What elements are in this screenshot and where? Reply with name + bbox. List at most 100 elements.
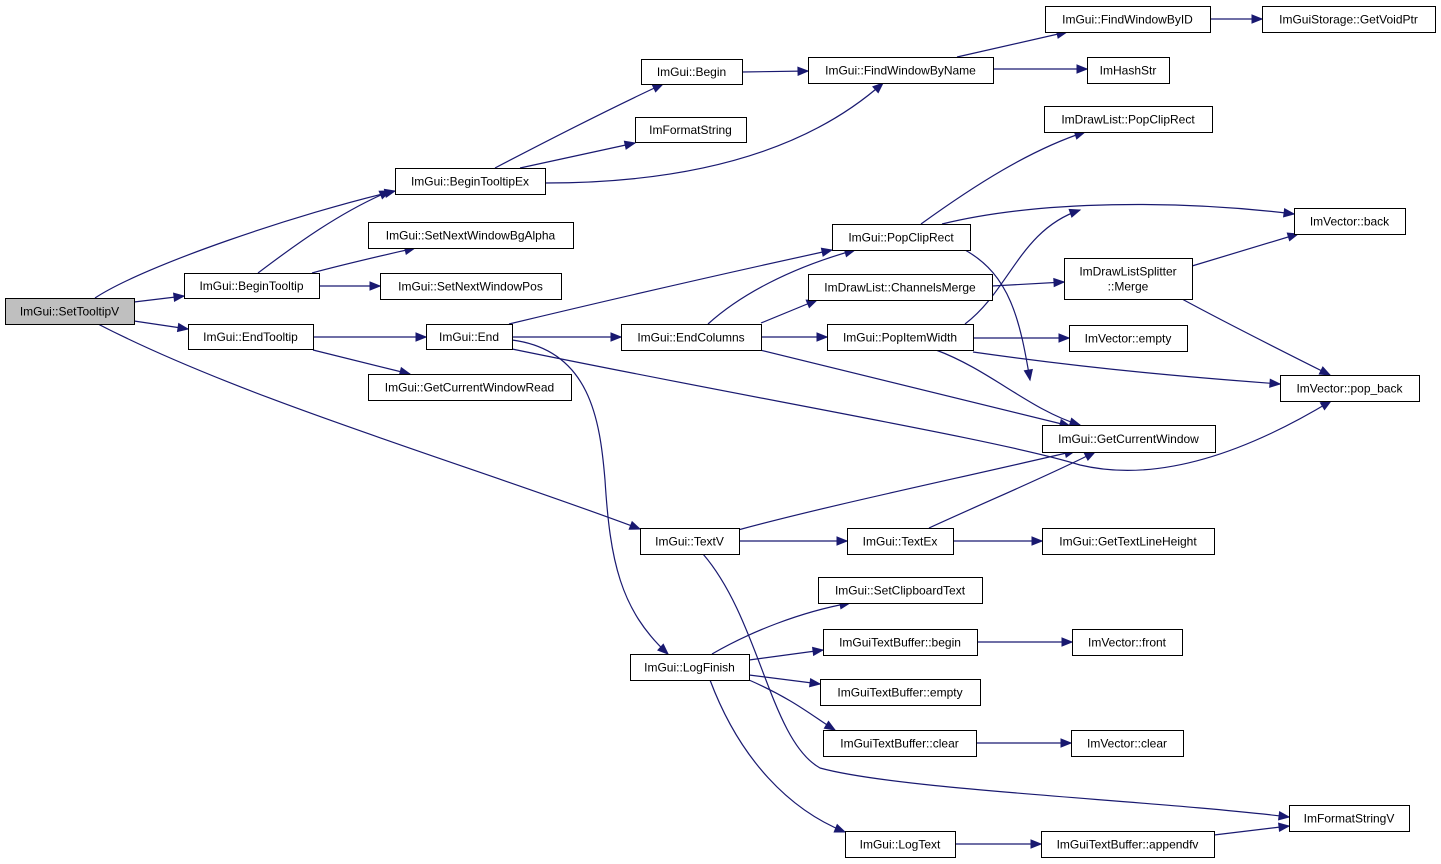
node-box[interactable] [426, 324, 513, 350]
node-box[interactable] [1072, 629, 1183, 656]
node-box[interactable] [641, 59, 743, 85]
node-drawlistpopcliprect[interactable]: ImDrawList::PopClipRect [1044, 106, 1213, 133]
node-channelsmerge[interactable]: ImDrawList::ChannelsMerge [808, 274, 993, 301]
arrowhead [836, 536, 849, 546]
node-gettextlineheight[interactable]: ImGui::GetTextLineHeight [1042, 528, 1215, 555]
node-box[interactable] [1289, 805, 1410, 832]
arrowhead [805, 299, 819, 309]
node-box[interactable] [1044, 106, 1213, 133]
edge-logfinish-to-textbufferempty [748, 674, 822, 688]
node-box[interactable] [1045, 6, 1211, 33]
node-box[interactable] [1042, 528, 1215, 555]
node-textex[interactable]: ImGui::TextEx [847, 528, 954, 555]
node-setclipboardtext[interactable]: ImGui::SetClipboardText [818, 577, 983, 604]
node-box[interactable] [635, 117, 747, 143]
node-label: ImGui::SetNextWindowPos [398, 280, 543, 294]
node-endtooltip[interactable]: ImGui::EndTooltip [188, 324, 314, 350]
arrowhead [797, 66, 810, 76]
node-box[interactable] [184, 273, 320, 299]
edge-popitemwidth-to-vectorback [964, 208, 1082, 325]
node-box[interactable] [823, 730, 977, 757]
node-settooltipv[interactable]: ImGui::SetTooltipV [5, 298, 135, 325]
edge-line [1191, 233, 1299, 267]
arrowhead [1251, 14, 1264, 24]
edge-line [1213, 825, 1290, 836]
edge-line [511, 339, 669, 655]
node-box[interactable] [188, 324, 314, 350]
node-box[interactable] [368, 374, 572, 401]
node-setnextwindowpos[interactable]: ImGui::SetNextWindowPos [380, 273, 562, 300]
node-box[interactable] [395, 168, 546, 195]
node-label: ImGuiTextBuffer::empty [837, 686, 962, 700]
node-textbufferappendfv[interactable]: ImGuiTextBuffer::appendfv [1041, 831, 1215, 858]
node-box[interactable] [380, 273, 562, 300]
node-vectorfront[interactable]: ImVector::front [1072, 629, 1183, 656]
edge-logfinish-to-textbufferclear [748, 679, 837, 731]
node-textbufferclear[interactable]: ImGuiTextBuffer::clear [823, 730, 977, 757]
node-box[interactable] [820, 679, 981, 706]
node-findwindowbyname[interactable]: ImGui::FindWindowByName [808, 57, 994, 84]
node-box[interactable] [847, 528, 954, 555]
node-box[interactable] [640, 528, 740, 555]
edge-line [741, 70, 809, 73]
node-box[interactable] [808, 57, 994, 84]
node-box[interactable] [832, 224, 971, 251]
node-imhashstr[interactable]: ImHashStr [1087, 57, 1170, 84]
node-box[interactable] [1064, 258, 1193, 300]
node-box[interactable] [1071, 730, 1184, 757]
node-box[interactable] [1042, 425, 1216, 453]
edge-popitemwidth-to-vectorpopback [972, 351, 1282, 388]
node-box[interactable] [1087, 57, 1170, 84]
node-imformatstring[interactable]: ImFormatString [635, 117, 747, 143]
node-getcurrentwindow[interactable]: ImGui::GetCurrentWindow [1042, 425, 1216, 453]
node-vectorpopback[interactable]: ImVector::pop_back [1280, 375, 1420, 402]
node-label: ImGuiStorage::GetVoidPtr [1279, 13, 1418, 27]
node-popcliprect[interactable]: ImGui::PopClipRect [832, 224, 971, 251]
edge-line [544, 82, 884, 184]
node-endcolumns[interactable]: ImGui::EndColumns [621, 324, 762, 351]
node-textbufferbegin[interactable]: ImGuiTextBuffer::begin [823, 629, 978, 656]
node-vectorempty[interactable]: ImVector::empty [1069, 325, 1188, 352]
node-begintooltip[interactable]: ImGui::BeginTooltip [184, 273, 320, 299]
node-label: ImFormatString [649, 123, 732, 137]
node-textv[interactable]: ImGui::TextV [640, 528, 740, 555]
node-logtext[interactable]: ImGui::LogText [845, 831, 956, 858]
node-box[interactable] [1280, 375, 1420, 402]
node-begintooltipex[interactable]: ImGui::BeginTooltipEx [395, 168, 546, 195]
node-box[interactable] [1041, 831, 1215, 858]
arrowhead [1076, 64, 1089, 74]
edge-settooltipv-to-textv [97, 323, 642, 530]
node-box[interactable] [1294, 208, 1406, 235]
node-box[interactable] [823, 629, 978, 656]
edge-line [519, 142, 636, 169]
node-box[interactable] [808, 274, 993, 301]
node-box[interactable] [818, 577, 983, 604]
node-imformatstringv[interactable]: ImFormatStringV [1289, 805, 1410, 832]
node-popitemwidth[interactable]: ImGui::PopItemWidth [827, 324, 974, 351]
arrowhead [833, 823, 847, 833]
node-vectorclear[interactable]: ImVector::clear [1071, 730, 1184, 757]
node-setnextwindowbgalpha[interactable]: ImGui::SetNextWindowBgAlpha [368, 222, 574, 249]
node-box[interactable] [1069, 325, 1188, 352]
arrowhead [1278, 811, 1291, 821]
node-box[interactable] [368, 222, 574, 249]
node-box[interactable] [1262, 6, 1436, 33]
node-box[interactable] [621, 324, 762, 351]
node-begin[interactable]: ImGui::Begin [641, 59, 743, 85]
edge-end-to-endcolumns [512, 332, 623, 342]
node-vectorback[interactable]: ImVector::back [1294, 208, 1406, 235]
node-findwindowbyid[interactable]: ImGui::FindWindowByID [1045, 6, 1211, 33]
edge-line [257, 190, 391, 274]
node-getcurrentwindowread[interactable]: ImGui::GetCurrentWindowRead [368, 374, 572, 401]
node-box[interactable] [827, 324, 974, 351]
node-textbufferempty[interactable]: ImGuiTextBuffer::empty [820, 679, 981, 706]
node-box[interactable] [630, 654, 750, 681]
node-splittermerge[interactable]: ImDrawListSplitter::Merge [1064, 258, 1193, 300]
node-logfinish[interactable]: ImGui::LogFinish [630, 654, 750, 681]
node-label: ImGui::SetTooltipV [20, 305, 119, 319]
arrowhead [1083, 451, 1097, 461]
node-getvoidptr[interactable]: ImGuiStorage::GetVoidPtr [1262, 6, 1436, 33]
node-end[interactable]: ImGui::End [426, 324, 513, 350]
node-box[interactable] [845, 831, 956, 858]
root-node-box[interactable] [5, 298, 135, 325]
